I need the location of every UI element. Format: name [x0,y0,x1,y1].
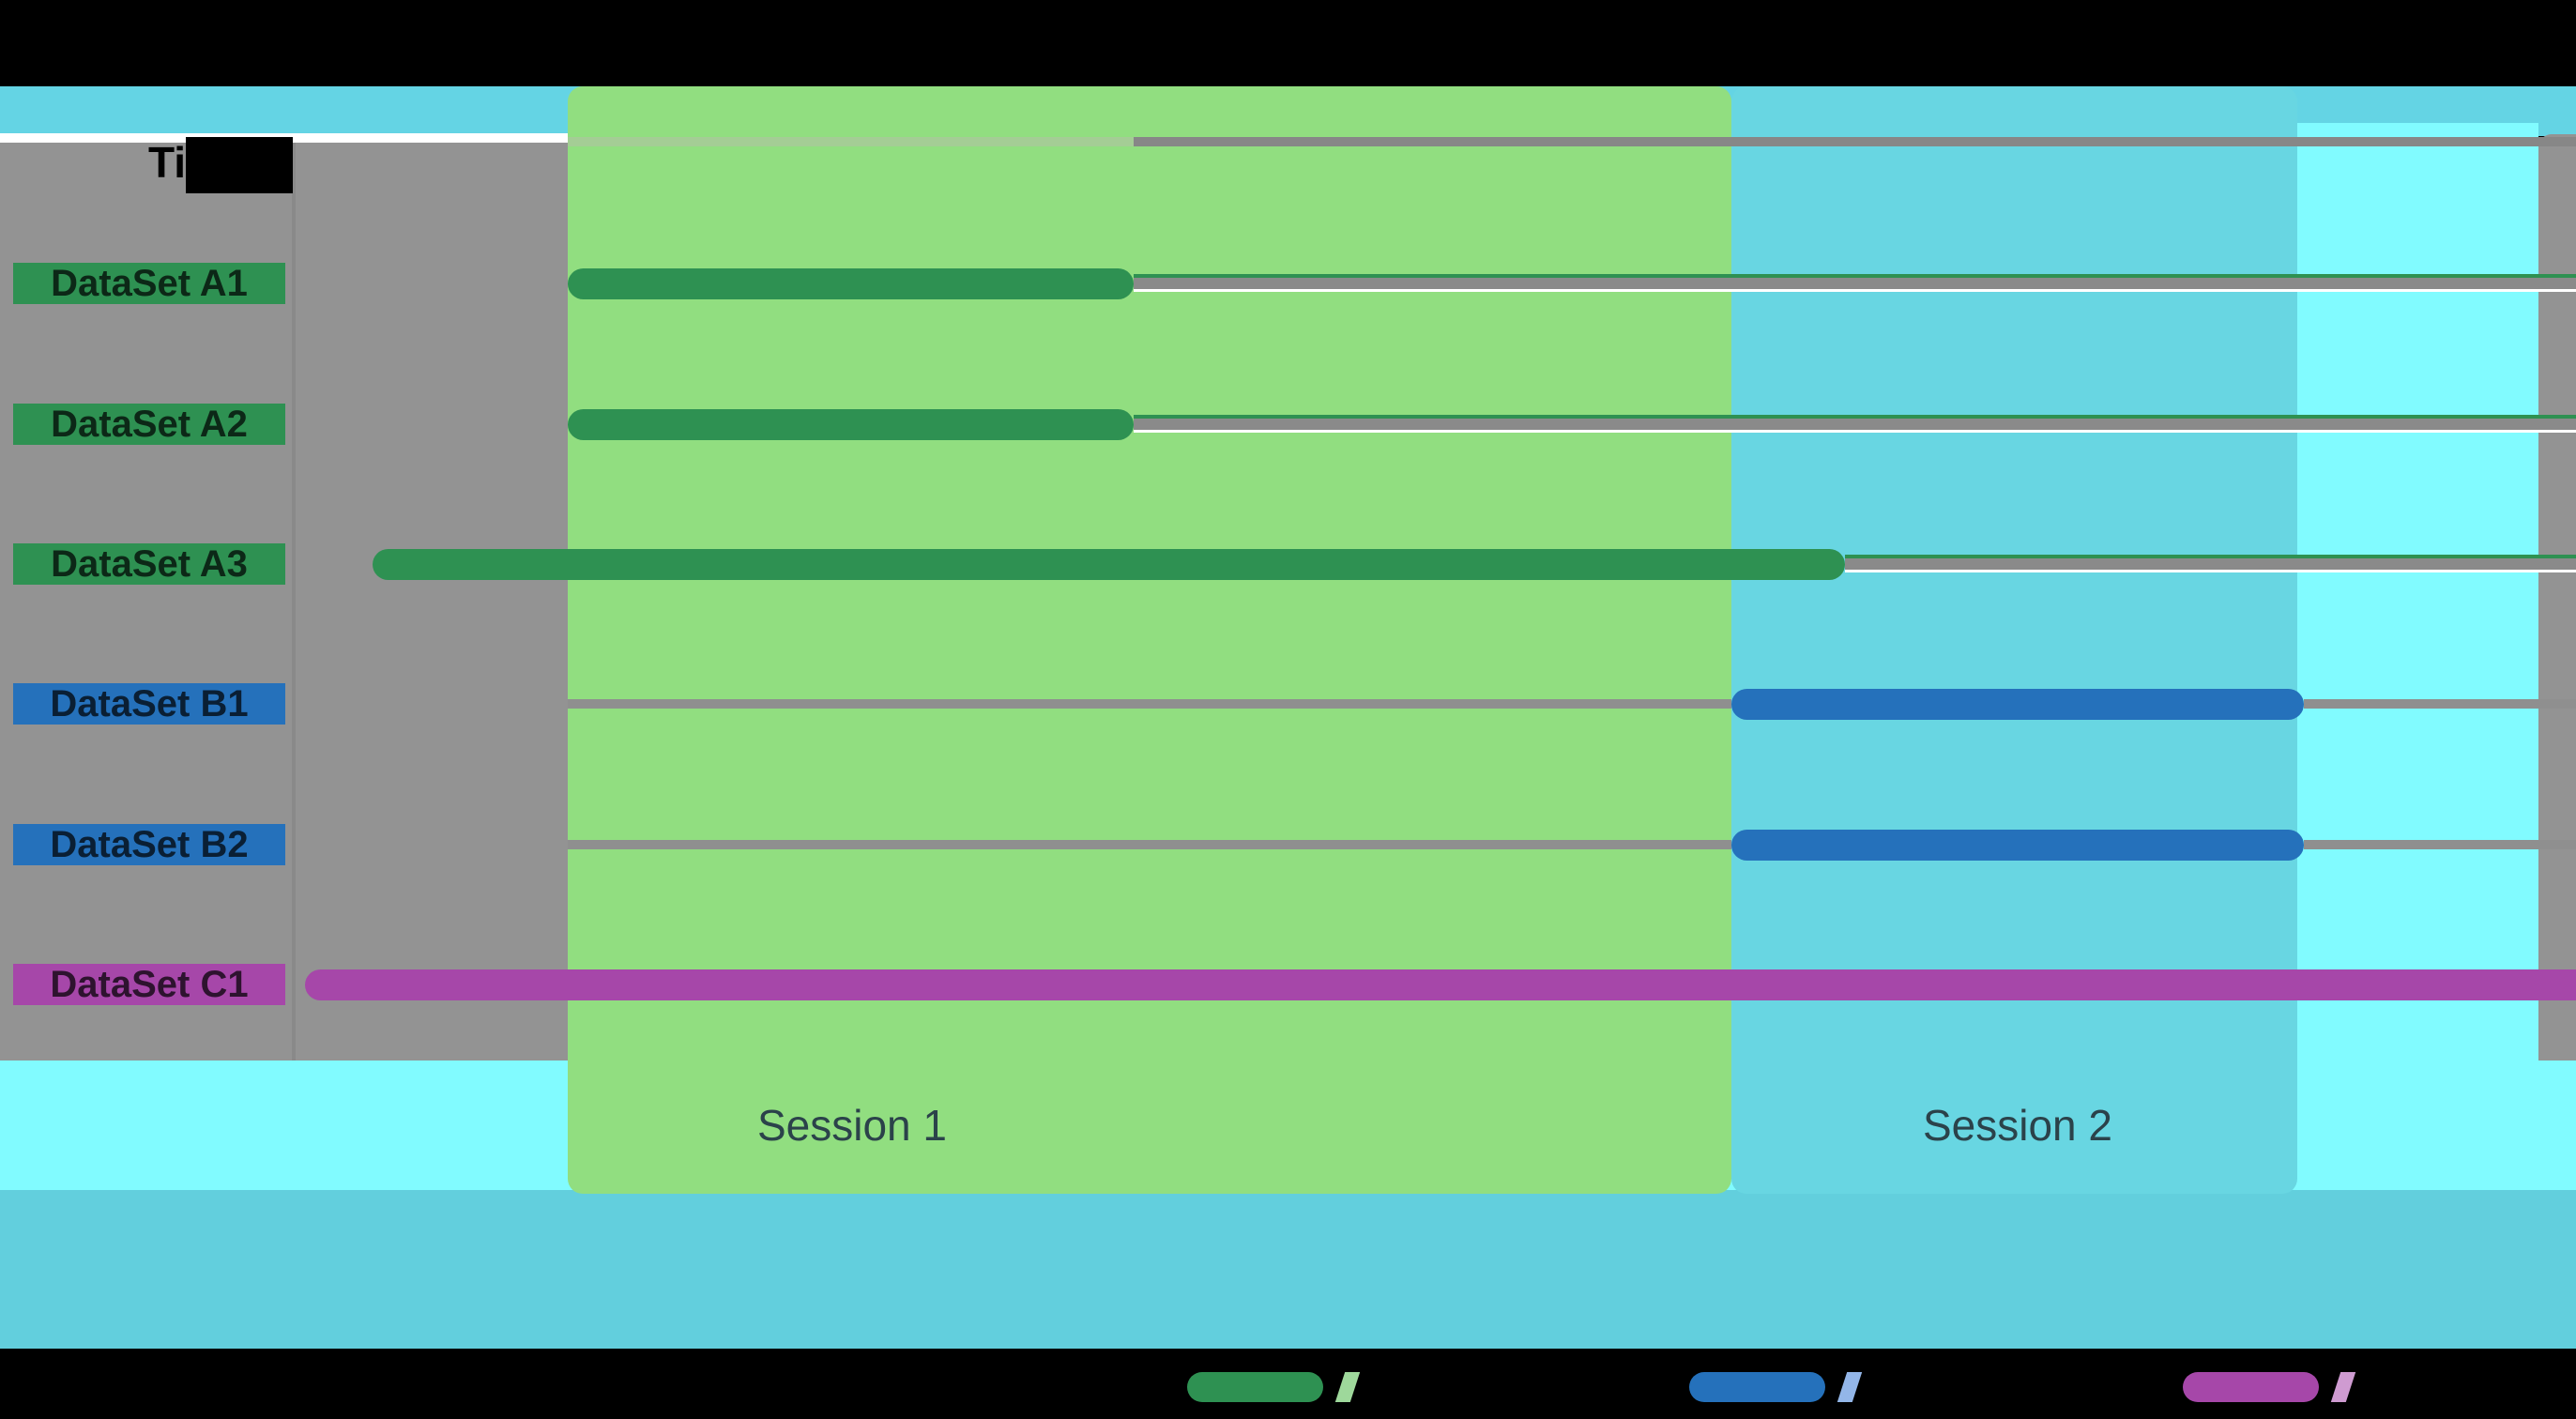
aqua-right-margin [2297,123,2538,1194]
row-track-b2-right [2304,840,2576,849]
row-label-dataset-c1: DataSet C1 [13,964,285,1005]
gantt-bar-dataset-c1[interactable] [305,969,2576,1000]
gridline-top-right-segment [1134,137,2576,146]
row-track-b1-left [568,699,1731,709]
session-2-label: Session 2 [1922,1101,2113,1150]
bottom-cyan-strip [0,1190,2576,1349]
axis-divider-line [292,143,296,1060]
session-1-label: Session 1 [756,1101,948,1150]
gantt-bar-dataset-a3[interactable] [373,549,1845,580]
gridline-top-left-segment [568,137,1134,146]
row-label-dataset-a3: DataSet A3 [13,543,285,585]
gantt-bar-dataset-a2[interactable] [568,409,1134,440]
session-1-band [568,86,1731,1194]
legend-swatch-green[interactable] [1187,1372,1323,1402]
gantt-bar-dataset-b1[interactable] [1731,689,2304,720]
session-2-band [1731,86,2297,1194]
row-track-a2 [1134,415,2576,433]
row-track-a1 [1134,274,2576,292]
row-label-dataset-b1: DataSet B1 [13,683,285,725]
row-label-dataset-b2: DataSet B2 [13,824,285,865]
gantt-bar-dataset-a1[interactable] [568,268,1134,299]
row-label-dataset-a1: DataSet A1 [13,263,285,304]
legend-swatch-magenta[interactable] [2183,1372,2319,1402]
gantt-bar-dataset-b2[interactable] [1731,830,2304,861]
row-track-b1-right [2304,699,2576,709]
row-track-a3 [1845,555,2576,572]
row-track-b2-left [568,840,1731,849]
row-label-dataset-a2: DataSet A2 [13,404,285,445]
legend-swatch-blue[interactable] [1689,1372,1825,1402]
time-axis-title-black-cover [186,137,293,193]
